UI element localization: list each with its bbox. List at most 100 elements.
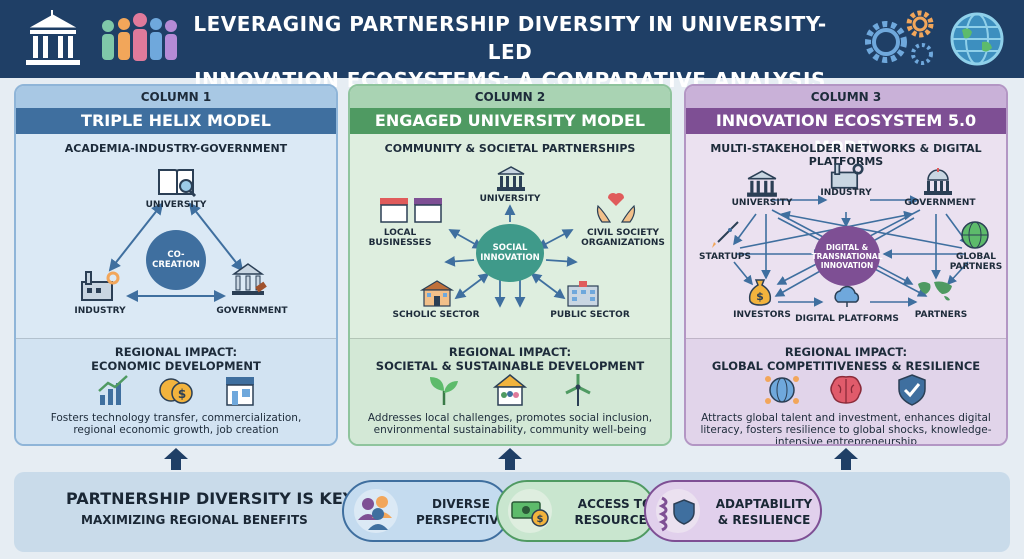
spring-shield-icon [656,489,700,533]
node-label-local-businesses: LOCAL BUSINESSES [368,228,432,248]
svg-text:$: $ [178,387,186,401]
column-engaged-university: COLUMN 2 ENGAGED UNIVERSITY MODEL COMMUN… [348,84,672,446]
node-label-civil-society: CIVIL SOCIETY ORGANIZATIONS [581,228,665,248]
factory-icon [81,271,120,301]
pill-access-to-resources: $ ACCESS TO RESOURCES [496,480,656,542]
page-title: LEVERAGING PARTNERSHIP DIVERSITY IN UNIV… [190,10,830,94]
engaged-university-diagram: UNIVERSITY SOCIAL INNOVATION LOCAL BUSIN… [350,166,670,328]
bottom-heading: PARTNERSHIP DIVERSITY IS KEY [66,489,355,508]
school-building-icon [419,280,455,307]
local-shops-icon [380,198,442,223]
cloud-network-icon [834,285,860,307]
pill-label: ADAPTABILITY & RESILIENCE [715,497,813,527]
government-gavel-icon [231,263,267,295]
impact-heading-line-2: ECONOMIC DEVELOPMENT [91,359,261,373]
book-magnifier-icon [158,169,197,198]
svg-text:$: $ [756,290,764,303]
engaged-arrows [444,204,578,308]
globe-icon [961,221,989,249]
node-label-government: GOVERNMENT [904,198,976,208]
wind-turbine-icon [565,374,591,406]
column-innovation-ecosystem: COLUMN 3 INNOVATION ECOSYSTEM 5.0 MODEL … [684,84,1008,446]
node-label-investors: INVESTORS [733,310,791,320]
column-caption: COLUMN 2 [350,86,670,108]
coins-dollar-icon: $ [159,378,193,404]
column-caption: COLUMN 3 [686,86,1006,108]
rocket-icon [712,221,739,248]
column-subtitle: ACADEMIA-INDUSTRY-GOVERNMENT [64,142,288,155]
pill-adaptability-resilience: ADAPTABILITY & RESILIENCE [644,480,822,542]
storefront-icon [226,377,254,406]
triple-helix-diagram: UNIVERSITY CO-CREATION INDUSTRY GOVERNME… [16,169,336,328]
helix-arrows [108,202,244,302]
leaf-sprout-icon [430,377,458,405]
factory-icon [830,163,864,189]
public-building-icon [567,281,599,307]
impact-icons-row [686,373,1006,409]
node-label-public-sector: PUBLIC SECTOR [550,310,630,320]
people-group-icon [102,13,177,61]
node-label-scholic-sector: SCHOLIC SECTOR [392,310,480,320]
column-subtitle: COMMUNITY & SOCIETAL PARTNERSHIPS [384,142,636,155]
bottom-banner: PARTNERSHIP DIVERSITY IS KEY MAXIMIZING … [14,472,1010,552]
brain-icon [830,375,862,404]
header-banner: LEVERAGING PARTNERSHIP DIVERSITY IN UNIV… [0,0,1024,92]
impact-heading-line-1: REGIONAL IMPACT: [784,345,908,359]
impact-section: REGIONAL IMPACT: SOCIETAL & SUSTAINABLE … [350,338,670,444]
hub-co-creation: CO-CREATION [146,230,206,290]
node-label-university: UNIVERSITY [479,194,541,204]
shield-check-icon [898,374,926,406]
column-title: INNOVATION ECOSYSTEM 5.0 MODEL [686,108,1006,156]
up-arrow-icon [498,448,522,470]
money-icon: $ [508,489,552,533]
column-title: ENGAGED UNIVERSITY MODEL [350,108,670,134]
up-arrow-icon [164,448,188,470]
impact-heading: REGIONAL IMPACT: GLOBAL COMPETITIVENESS … [686,345,1006,373]
pill-label: DIVERSE PERSPECTIVES [416,497,516,527]
node-label-industry: INDUSTRY [820,188,872,198]
gears-icon [865,10,934,65]
column-subtitle: MULTI-STAKEHOLDER NETWORKS & DIGITAL PLA… [710,142,982,168]
node-label-industry: INDUSTRY [74,306,126,316]
column-caption: COLUMN 1 [16,86,336,108]
node-label-startups: STARTUPS [699,252,751,262]
university-icon [747,170,777,197]
impact-section: REGIONAL IMPACT: GLOBAL COMPETITIVENESS … [686,338,1006,446]
impact-heading-line-2: GLOBAL COMPETITIVENESS & RESILIENCE [711,359,981,373]
column-title: TRIPLE HELIX MODEL [16,108,336,134]
impact-description: Fosters technology transfer, commerciali… [50,412,302,436]
global-network-icon [765,376,799,404]
impact-section: REGIONAL IMPACT: ECONOMIC DEVELOPMENT $ … [16,338,336,444]
pill-diverse-perspectives: DIVERSE PERSPECTIVES [342,480,516,542]
up-arrow-icon [834,448,858,470]
impact-heading: REGIONAL IMPACT: SOCIETAL & SUSTAINABLE … [350,345,670,373]
impact-description: Attracts global talent and investment, e… [700,412,992,446]
impact-icons-row [350,373,670,409]
impact-description: Addresses local challenges, promotes soc… [367,412,653,436]
node-label-government: GOVERNMENT [216,306,288,316]
hub-social-innovation: SOCIAL INNOVATION [476,224,544,282]
people-icon [354,489,398,533]
innovation-ecosystem-diagram: UNIVERSITY INDUSTRY GOVERNMENT DIGITAL &… [686,163,1006,328]
government-dome-icon [924,168,952,195]
impact-heading-line-1: REGIONAL IMPACT: [448,345,572,359]
impact-heading-line-1: REGIONAL IMPACT: [114,345,238,359]
world-map-icon [918,281,952,301]
column-triple-helix: COLUMN 1 TRIPLE HELIX MODEL ACADEMIA-IND… [14,84,338,446]
community-house-icon [492,374,528,406]
hub-digital-transnational: DIGITAL & TRANSNATIONAL INNOVATION [812,226,883,286]
bar-chart-growth-icon [98,375,128,405]
globe-icon [950,12,1004,66]
pill-label: ACCESS TO RESOURCES [574,497,656,527]
university-building-icon [26,10,80,65]
title-line-1: LEVERAGING PARTNERSHIP DIVERSITY IN UNIV… [193,12,827,64]
node-label-university: UNIVERSITY [145,200,207,210]
impact-icons-row: $ [16,373,336,409]
hands-heart-icon [596,193,636,223]
node-label-partners: PARTNERS [914,310,968,320]
impact-heading: REGIONAL IMPACT: ECONOMIC DEVELOPMENT [16,345,336,373]
node-label-university: UNIVERSITY [731,198,793,208]
impact-heading-line-2: SOCIETAL & SUSTAINABLE DEVELOPMENT [375,359,645,373]
university-icon [497,166,525,191]
node-label-global-partners: GLOBAL PARTNERS [949,252,1003,272]
